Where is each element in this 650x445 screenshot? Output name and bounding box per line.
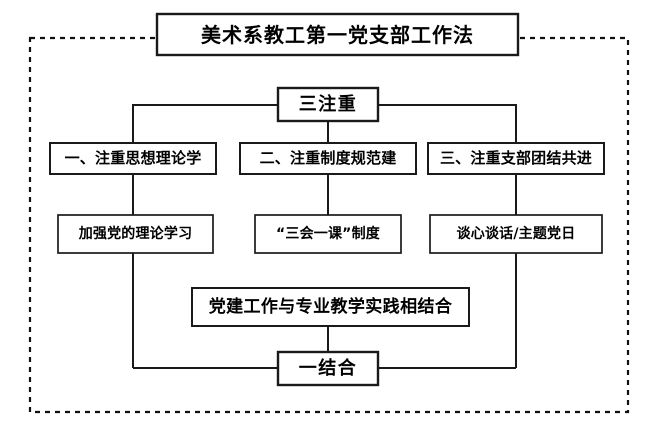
leaf-label-3: 谈心谈话/主题党日 <box>456 226 576 242</box>
footer-box <box>276 350 380 387</box>
hub-box <box>276 86 380 123</box>
combined-box <box>191 287 470 327</box>
leaf-box-2 <box>254 214 402 254</box>
hub-label: 三注重 <box>298 93 358 115</box>
branch-box-2 <box>239 142 417 175</box>
connector-hub-right-spine <box>378 104 517 368</box>
leaf-label-2: “三会一课”制度 <box>275 226 380 242</box>
leaf-label-1: 加强党的理论学习 <box>78 226 193 242</box>
leaf-box-3 <box>429 214 603 254</box>
branch-label-3: 三、注重支部团结共进 <box>439 149 592 167</box>
title-label: 美术系教工第一党支部工作法 <box>201 22 474 47</box>
branch-box-3 <box>427 142 605 175</box>
outer-dashed-frame <box>28 36 630 414</box>
footer-label: 一结合 <box>298 357 358 379</box>
branch-label-1: 一、注重思想理论学 <box>64 149 202 167</box>
branch-box-1 <box>49 142 217 175</box>
title-box <box>155 12 520 57</box>
branch-label-2: 二、注重制度规范建 <box>259 149 397 167</box>
combined-label: 党建工作与专业教学实践相结合 <box>208 296 453 317</box>
connector-hub-left-spine <box>132 104 278 368</box>
leaf-box-1 <box>57 214 214 254</box>
